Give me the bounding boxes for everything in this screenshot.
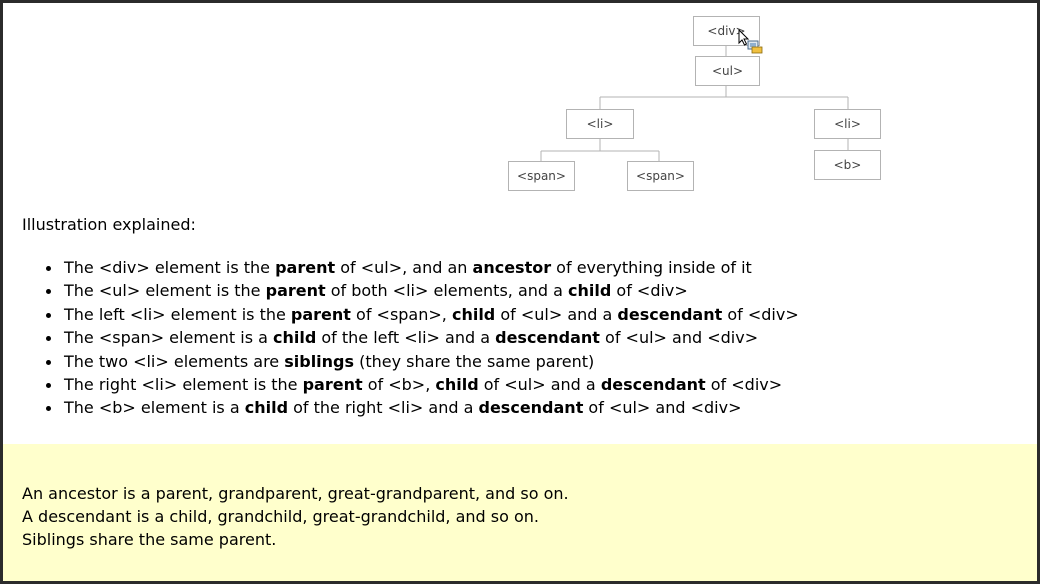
note-line-ancestor: An ancestor is a parent, grandparent, gr… xyxy=(22,484,569,503)
dom-tree-diagram: <div> <ul> <li> <li> <span> <span> <b> xyxy=(3,3,1037,203)
tree-node-span-left: <span> xyxy=(508,161,575,191)
explanation-list: The <div> element is the parent of <ul>,… xyxy=(46,256,799,420)
list-item: The <b> element is a child of the right … xyxy=(46,396,799,419)
list-item: The <ul> element is the parent of both <… xyxy=(46,279,799,302)
list-item: The left <li> element is the parent of <… xyxy=(46,303,799,326)
note-line-siblings: Siblings share the same parent. xyxy=(22,530,277,549)
explanation-heading: Illustration explained: xyxy=(22,215,196,234)
mouse-cursor-icon xyxy=(738,28,763,54)
list-item: The right <li> element is the parent of … xyxy=(46,373,799,396)
tree-node-li-left: <li> xyxy=(566,109,634,139)
tree-node-span-right: <span> xyxy=(627,161,694,191)
tree-node-b: <b> xyxy=(814,150,881,180)
content-frame: <div> <ul> <li> <li> <span> <span> <b> I… xyxy=(3,3,1037,581)
note-box: An ancestor is a parent, grandparent, gr… xyxy=(3,444,1037,581)
note-line-descendant: A descendant is a child, grandchild, gre… xyxy=(22,507,539,526)
list-item: The two <li> elements are siblings (they… xyxy=(46,350,799,373)
tree-node-ul: <ul> xyxy=(695,56,760,86)
tree-node-li-right: <li> xyxy=(814,109,881,139)
tree-connector-lines xyxy=(540,46,849,161)
list-item: The <span> element is a child of the lef… xyxy=(46,326,799,349)
list-item: The <div> element is the parent of <ul>,… xyxy=(46,256,799,279)
